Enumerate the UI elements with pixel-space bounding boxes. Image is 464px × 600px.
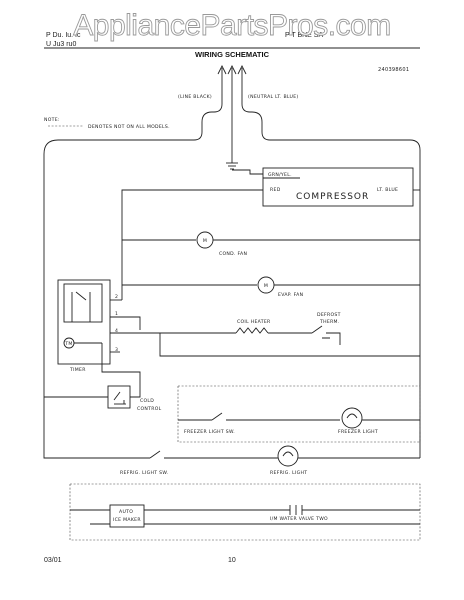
timer-terminal-3: 3 [115, 347, 118, 353]
auto-ice-maker-label-2: ICE MAKER [113, 517, 141, 523]
ice-maker-optional-box [69, 483, 421, 541]
defrost-therm-label-1: DEFROST [317, 312, 341, 318]
timer-terminal-2: 2 [115, 294, 118, 300]
schematic-title: WIRING SCHEMATIC [195, 50, 270, 59]
cond-fan-motor-symbol: M [203, 238, 207, 244]
timer-terminal-1: 1 [115, 311, 118, 317]
evap-fan-label: EVAP. FAN [278, 292, 303, 298]
freezer-light-sw-label: FREEZER LIGHT SW. [184, 429, 235, 435]
freezer-light-bulb-icon [341, 407, 363, 429]
compressor: GRN/YEL. RED COMPRESSOR LT. BLUE [121, 167, 420, 300]
ice-maker-circuit: AUTO ICE MAKER I/M WATER VALVE TWO [69, 483, 421, 541]
compressor-box [262, 167, 414, 207]
cold-control-box [107, 385, 131, 409]
cond-fan-label: COND. FAN [219, 251, 247, 257]
header: P Du. Iu. Ic U Ju3 ru0 P T BNE SA WIRING… [44, 32, 420, 73]
auto-ice-maker-label-1: AUTO [119, 509, 133, 515]
cold-control: COLD CONTROL [44, 343, 162, 412]
power-plug-symbol [217, 64, 247, 94]
timer-terminal-4: 4 [115, 328, 118, 334]
auto-ice-maker-box [109, 504, 145, 528]
footer-date: 03/01 [44, 557, 62, 564]
freezer-light-label: FREEZER LIGHT [338, 429, 378, 435]
supply-wiring [43, 94, 421, 440]
defrost-timer: TM TIMER 2 1 4 3 [57, 279, 420, 373]
footer-page: 10 [228, 557, 236, 564]
freezer-light-optional-box [177, 385, 421, 443]
lt-blue-label: LT. BLUE [377, 187, 398, 193]
header-left-line2: U Ju3 ru0 [46, 41, 76, 48]
water-valve-symbol [289, 505, 303, 515]
freezer-light-circuit: FREEZER LIGHT SW. FREEZER LIGHT [177, 385, 421, 443]
header-left-line1: P Du. Iu. Ic [46, 32, 81, 39]
coil-heater-symbol [235, 327, 269, 334]
cold-control-label-1: COLD [140, 398, 154, 404]
note-title: NOTE: [44, 117, 60, 123]
cond-fan: M COND. FAN [122, 231, 420, 257]
evap-fan-motor-symbol: M [264, 283, 268, 289]
grn-yel-label: GRN/YEL. [268, 172, 292, 178]
watermark-logo: AppliancePartsPros.com [73, 9, 390, 42]
cold-control-label-2: CONTROL [137, 406, 162, 412]
line-black-label: (LINE BLACK) [178, 94, 212, 100]
refrig-light-label: REFRIG. LIGHT [270, 470, 307, 476]
timer-box [57, 279, 111, 365]
doc-number: 240398601 [378, 67, 409, 73]
red-label: RED [270, 187, 281, 193]
refrig-light-circuit: REFRIG. LIGHT SW. REFRIG. LIGHT [43, 432, 421, 476]
neutral-blue-label: (NEUTRAL LT. BLUE) [248, 94, 299, 100]
defrost-circuit: COIL HEATER DEFROST THERM. [160, 312, 341, 345]
refrig-light-sw-label: REFRIG. LIGHT SW. [120, 470, 168, 476]
timer-motor-symbol: TM [64, 341, 72, 347]
compressor-label: COMPRESSOR [296, 192, 369, 202]
note-text: DENOTES NOT ON ALL MODELS. [88, 124, 170, 130]
refrig-light-bulb-icon [277, 445, 299, 467]
timer-label: TIMER [69, 367, 86, 373]
defrost-therm-label-2: THERM. [319, 319, 340, 325]
coil-heater-label: COIL HEATER [237, 319, 271, 325]
im-water-valve-label: I/M WATER VALVE TWO [270, 516, 328, 522]
evap-fan: M EVAP. FAN [122, 276, 420, 298]
footer: 03/01 10 [44, 557, 236, 564]
header-right: P T BNE SA [285, 32, 323, 39]
